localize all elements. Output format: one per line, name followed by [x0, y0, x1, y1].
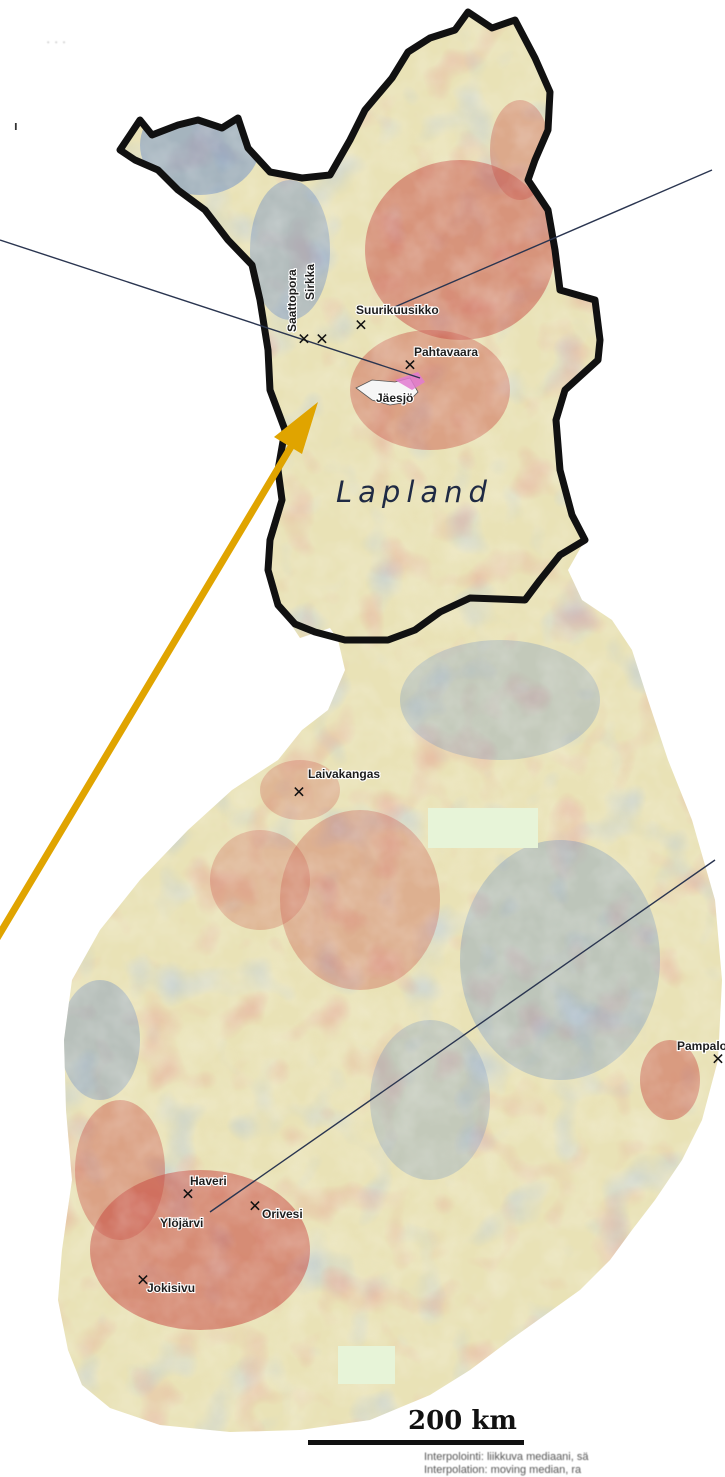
place-label-laivakangas: Laivakangas: [308, 767, 380, 781]
faint-corner-text: · · ·: [46, 34, 67, 49]
place-label-ylojarvi: Ylöjärvi: [160, 1216, 203, 1230]
deposit-marker-pampalo: ✕: [711, 1050, 724, 1069]
scale-bar-line: [308, 1440, 524, 1445]
scale-bar: 200 km: [308, 1406, 524, 1445]
region-label: Lapland: [336, 475, 493, 509]
highlight-arrow: [0, 402, 318, 941]
place-label-haveri: Haveri: [190, 1174, 227, 1188]
place-label-orivesi: Orivesi: [262, 1207, 303, 1221]
deposit-marker-saattopora: ✕: [297, 330, 310, 349]
place-label-pampalo: Pampalo: [677, 1039, 725, 1053]
place-label-jaesjo: Jäesjö: [376, 391, 413, 405]
place-label-sirkka: Sirkka: [303, 264, 317, 300]
map-caption-line-2: Interpolation: moving median, ra: [424, 1464, 582, 1476]
scale-bar-label: 200 km: [408, 1406, 517, 1436]
leader-line-south: [209, 859, 716, 1213]
place-label-jokisivu: Jokisivu: [147, 1281, 195, 1295]
masked-area-south: [338, 1346, 395, 1384]
deposit-marker-jokisivu: ✕: [136, 1271, 149, 1290]
deposit-marker-pahtavaara: ✕: [403, 356, 416, 375]
jaesjo-deposit-outline: [355, 377, 419, 406]
deposit-marker-orivesi: ✕: [248, 1197, 261, 1216]
leader-line-west: [0, 239, 421, 379]
place-label-saattopora: Saattopora: [285, 269, 299, 332]
deposit-marker-laivakangas: ✕: [292, 783, 305, 802]
masked-area-north: [428, 808, 538, 848]
place-label-suurikuusikko: Suurikuusikko: [356, 303, 439, 317]
deposit-marker-haveri: ✕: [181, 1185, 194, 1204]
leader-line-northeast: [382, 169, 713, 313]
faint-edge-mark: ı: [14, 118, 18, 133]
map-caption-line-1: Interpolointi: liikkuva mediaani, sä: [424, 1451, 589, 1463]
deposit-marker-suurikuusikko: ✕: [354, 316, 367, 335]
place-label-pahtavaara: Pahtavaara: [414, 345, 478, 359]
deposit-marker-sirkka: ✕: [315, 330, 328, 349]
deposit-markers: ✕Saattopora✕Sirkka✕Suurikuusikko✕Pahtava…: [136, 263, 725, 1297]
